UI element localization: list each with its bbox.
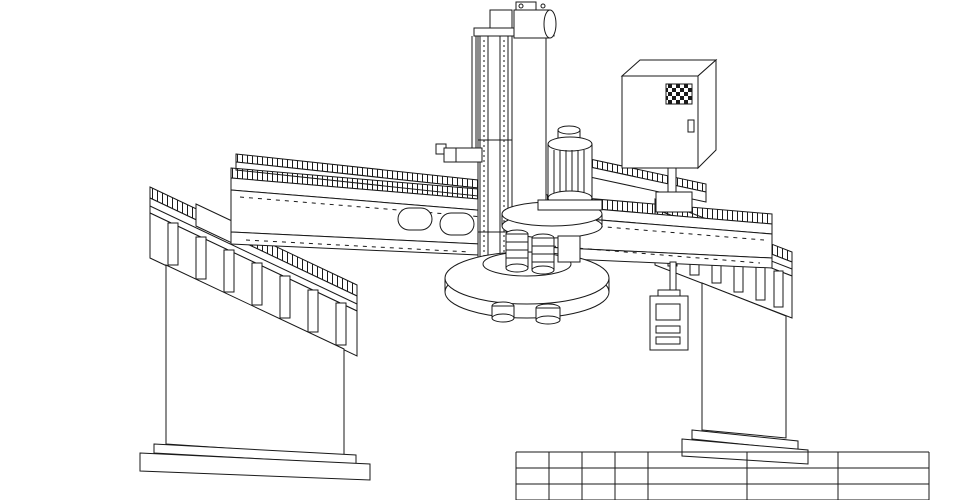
motor-cap-top <box>557 125 581 135</box>
motor-body-top <box>547 136 593 152</box>
bellows-1 <box>505 233 529 269</box>
left-girder-stiffener-ribs <box>167 222 347 346</box>
top-bracket <box>489 9 513 29</box>
left-foot-base <box>139 452 371 481</box>
spindle-gearbox-group <box>501 201 603 275</box>
rotary-disc <box>444 251 610 325</box>
spindle-block <box>557 235 581 263</box>
drive-motor <box>537 125 603 211</box>
cabinet-side-face <box>697 58 717 170</box>
top-bolt-2 <box>540 3 546 9</box>
cabinet-support-arm <box>655 167 693 297</box>
bellows-2-rings <box>532 245 554 263</box>
top-pulley-end <box>543 9 557 39</box>
title-block-grid <box>515 451 930 500</box>
arm-junction-box <box>655 191 693 213</box>
pendant-mount-plate <box>657 289 681 297</box>
pendant-screen <box>655 303 681 321</box>
handle-bracket <box>435 143 483 163</box>
motor-body <box>547 143 593 199</box>
cabinet-vent-label <box>665 83 693 105</box>
cabinet-door-handle <box>687 119 695 133</box>
motor-cooling-fins <box>553 150 585 194</box>
disc-foot-1-bottom <box>491 313 515 323</box>
motor-base-plate <box>537 199 603 211</box>
disc-foot-2-bottom <box>535 315 561 325</box>
beam-slot-hole-1 <box>397 207 433 231</box>
bellows-1-bottom <box>505 263 529 273</box>
top-bolt-1 <box>518 3 524 9</box>
bellows-1-rings <box>506 241 528 259</box>
pendant-button-row-2 <box>655 336 681 345</box>
electrical-cabinet <box>620 58 718 170</box>
arm-upper-rod <box>667 167 677 195</box>
left-rail-inner-line <box>149 205 358 305</box>
beam-slot-hole-2 <box>439 212 475 236</box>
beam-rivet-row-left <box>245 239 471 253</box>
pendant-button-row-1 <box>655 325 681 334</box>
pendant-control <box>649 289 689 351</box>
beam-rivet-row-right <box>551 245 761 264</box>
bracket-shelf <box>443 147 483 163</box>
right-pedestal-face <box>701 282 787 439</box>
bellows-2-bottom <box>531 265 555 275</box>
